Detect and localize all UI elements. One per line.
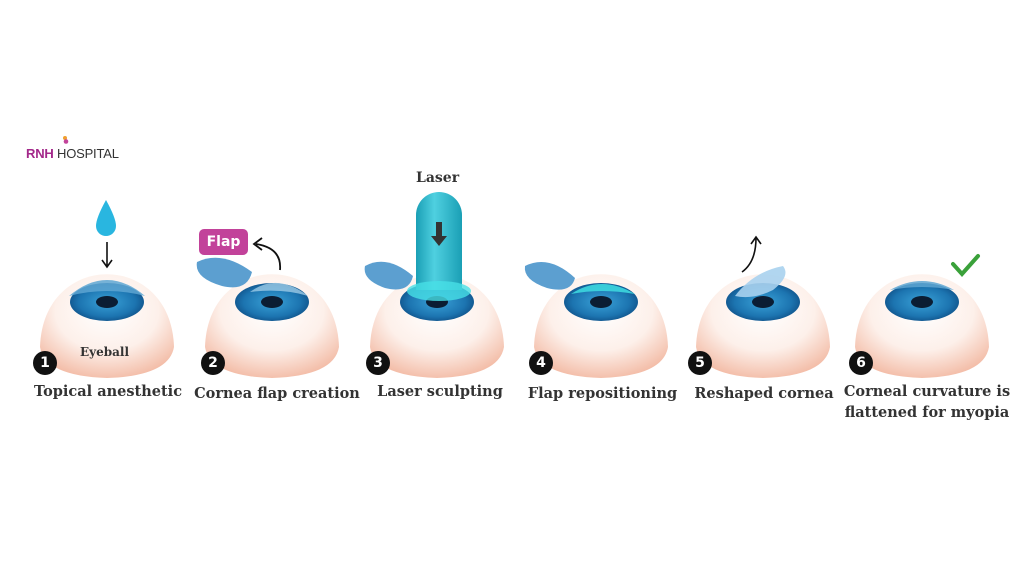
step-5-eye bbox=[696, 266, 830, 378]
step-5-label: Reshaped cornea bbox=[694, 385, 834, 402]
step-4-number: 4 bbox=[529, 351, 553, 375]
lift-arrow-icon bbox=[741, 235, 762, 273]
step-3-number: 3 bbox=[366, 351, 390, 375]
eyeball-callout: Eyeball bbox=[80, 345, 130, 359]
step-6-label: Corneal curvature is flattened for myopi… bbox=[842, 381, 1012, 423]
logo-name: HOSPITAL bbox=[57, 146, 119, 161]
step-6-label-line2: flattened for myopia bbox=[844, 404, 1010, 421]
laser-arrow-icon bbox=[431, 222, 447, 246]
logo-flower-icon bbox=[63, 136, 69, 144]
step-4-eye bbox=[524, 262, 668, 378]
curved-arrow-icon bbox=[252, 237, 281, 271]
step-4-label: Flap repositioning bbox=[527, 385, 678, 402]
step-5-number: 5 bbox=[688, 351, 712, 375]
hospital-logo: RNH HOSPITAL bbox=[26, 136, 119, 161]
step-2-eye bbox=[196, 257, 339, 378]
step-3-label: Laser sculpting bbox=[377, 383, 503, 400]
step-1-number: 1 bbox=[33, 351, 57, 375]
step-2-number: 2 bbox=[201, 351, 225, 375]
logo-brand: RNH bbox=[26, 146, 54, 161]
step-3-eye bbox=[364, 261, 504, 378]
step-1-eye bbox=[40, 274, 174, 378]
step-6-eye bbox=[855, 274, 989, 378]
anesthetic-drop-icon bbox=[96, 200, 116, 236]
step-6-label-line1: Corneal curvature is bbox=[843, 383, 1011, 400]
flap-callout: Flap bbox=[199, 229, 248, 255]
laser-callout: Laser bbox=[416, 170, 460, 186]
checkmark-icon bbox=[951, 254, 980, 277]
step-6-number: 6 bbox=[849, 351, 873, 375]
arrow-down-icon bbox=[101, 242, 113, 269]
step-1-label: Topical anesthetic bbox=[33, 383, 183, 400]
step-2-label: Cornea flap creation bbox=[194, 385, 360, 402]
